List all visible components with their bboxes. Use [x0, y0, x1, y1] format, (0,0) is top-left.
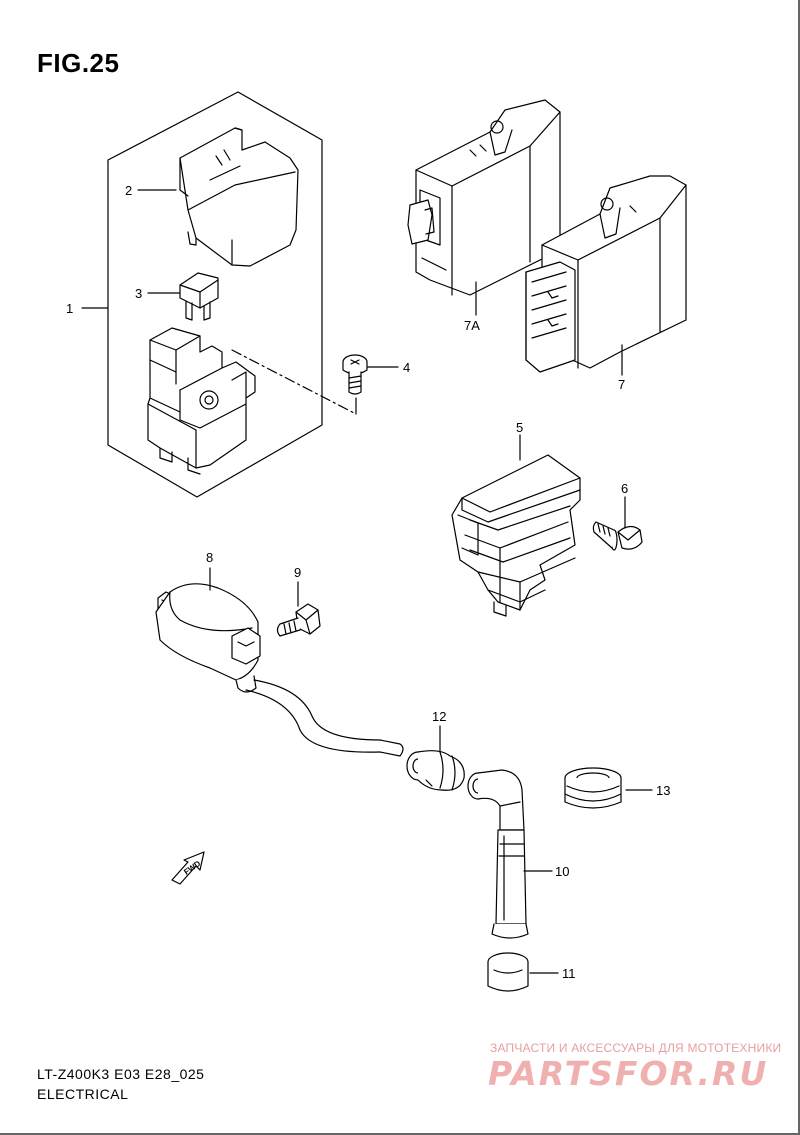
callout-9: 9 — [294, 565, 301, 580]
watermark-text: ЗАПЧАСТИ И АКСЕССУАРЫ ДЛЯ МОТОТЕХНИКИ — [490, 1041, 782, 1055]
model-code: LT-Z400K3 E03 E28_025 — [37, 1066, 205, 1082]
callout-7: 7 — [618, 377, 625, 392]
callout-4: 4 — [403, 360, 410, 375]
part-fuse — [179, 272, 219, 321]
part-relay-cover — [179, 127, 299, 267]
callout-5: 5 — [516, 420, 523, 435]
callout-3: 3 — [135, 286, 142, 301]
part-cdi-unit-7a — [407, 99, 561, 296]
part-bolt-6 — [592, 521, 643, 551]
callout-8: 8 — [206, 550, 213, 565]
callout-10: 10 — [555, 864, 569, 879]
part-regulator-rectifier — [451, 454, 581, 617]
leader-screw-4 — [231, 349, 357, 415]
watermark-logo: PARTSFOR.RU — [488, 1054, 769, 1093]
callout-7a: 7A — [464, 318, 480, 333]
part-cap-11 — [487, 952, 529, 992]
callout-6: 6 — [621, 481, 628, 496]
callout-2: 2 — [125, 183, 132, 198]
part-plug-cap — [467, 769, 529, 939]
part-bolt-9 — [276, 603, 321, 637]
part-grommet-13 — [564, 767, 622, 809]
part-seal-12 — [406, 750, 465, 791]
callout-13: 13 — [656, 783, 670, 798]
figure-title: FIG.25 — [37, 48, 120, 78]
section-name: ELECTRICAL — [37, 1086, 129, 1102]
part-cdi-unit-7 — [525, 175, 687, 373]
fwd-arrow-icon: FWD — [171, 851, 205, 885]
callout-11: 11 — [562, 966, 576, 981]
part-starter-relay — [147, 327, 256, 475]
callout-12: 12 — [432, 709, 446, 724]
callout-1: 1 — [66, 301, 73, 316]
part-ignition-coil — [155, 583, 404, 757]
part-screw-4 — [342, 354, 368, 395]
relay-assembly-box — [107, 91, 323, 498]
